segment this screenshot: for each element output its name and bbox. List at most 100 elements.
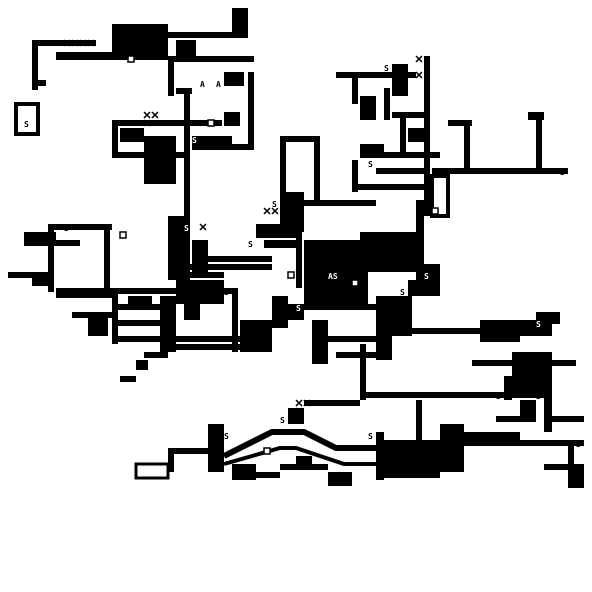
- corridor: [464, 120, 470, 172]
- corridor: [232, 288, 238, 352]
- solid-block: [568, 464, 584, 488]
- cross-marker: [295, 399, 311, 415]
- solid-block: [208, 424, 224, 472]
- corridor: [296, 200, 376, 206]
- corridor: [136, 360, 148, 370]
- stair-marker: S: [224, 432, 229, 441]
- special-tile: A: [216, 80, 221, 89]
- solid-block: [304, 240, 360, 256]
- solid-block: [176, 40, 196, 58]
- corridor: [168, 448, 208, 454]
- corridor: [112, 288, 118, 344]
- corridor: [264, 240, 296, 248]
- stair-marker: S: [536, 320, 541, 329]
- corridor: [200, 144, 254, 150]
- corridor: [328, 336, 376, 342]
- door-markers: [119, 55, 439, 455]
- winding-road: [222, 429, 384, 459]
- corridor: [120, 376, 136, 382]
- solid-block: [440, 424, 464, 472]
- corridor: [48, 280, 54, 292]
- corridor: [32, 40, 38, 90]
- corridor: [392, 112, 424, 118]
- corridor: [256, 472, 280, 478]
- solid-block: [312, 320, 328, 364]
- corridor: [304, 304, 384, 310]
- corridor: [248, 72, 254, 148]
- solid-block: [360, 232, 416, 272]
- solid-block: [160, 296, 176, 352]
- stair-marker: S: [400, 288, 405, 297]
- stair-marker: S: [424, 272, 429, 281]
- corridor: [56, 240, 80, 246]
- corridor: [520, 440, 584, 446]
- corridor: [360, 152, 440, 158]
- corridor: [352, 184, 424, 190]
- stair-marker: S: [576, 440, 581, 449]
- corridor: [112, 120, 222, 126]
- solid-areas: [8, 8, 584, 488]
- corridor: [168, 32, 248, 38]
- stair-marker: S: [496, 392, 501, 401]
- corridor: [176, 344, 240, 350]
- corridor: [168, 56, 174, 96]
- solid-block: [112, 24, 168, 60]
- door-marker: [431, 207, 439, 215]
- corridor: [416, 200, 424, 280]
- solid-block: [240, 320, 272, 352]
- special-tile: A: [200, 80, 205, 89]
- solid-block: [88, 312, 108, 336]
- corridor: [112, 120, 118, 156]
- stair-marker: S: [248, 240, 253, 249]
- corridor: [352, 72, 358, 104]
- corridor: [168, 448, 174, 472]
- stair-marker: S: [560, 168, 565, 177]
- corridor: [544, 464, 568, 470]
- solid-block: [296, 456, 312, 468]
- solid-block: [232, 8, 248, 38]
- corridor: [376, 432, 384, 480]
- corridor: [184, 264, 272, 270]
- solid-block: [288, 408, 304, 424]
- stair-marker: S: [280, 320, 285, 329]
- solid-block: [408, 280, 440, 296]
- door-marker: [351, 279, 359, 287]
- solid-block: [144, 136, 176, 184]
- corridor: [208, 256, 272, 262]
- small-room: [14, 102, 40, 136]
- corridor: [112, 320, 168, 326]
- solid-block: [256, 224, 296, 238]
- solid-block: [168, 216, 184, 280]
- stair-marker: S: [368, 432, 373, 441]
- corridor: [104, 224, 110, 296]
- corridor: [544, 416, 584, 422]
- solid-block: [360, 144, 384, 158]
- corridor: [384, 472, 440, 478]
- door-marker: [119, 231, 127, 239]
- special-tile-pair: AS: [328, 272, 338, 281]
- corridor: [32, 40, 96, 46]
- corridor: [360, 344, 366, 400]
- corridor: [168, 56, 254, 62]
- corridor: [528, 352, 552, 360]
- corridor: [376, 168, 424, 174]
- stair-marker: S: [368, 160, 373, 169]
- solid-block: [536, 312, 560, 324]
- corridor: [504, 376, 512, 400]
- corridor: [296, 208, 302, 288]
- corridor: [360, 392, 544, 398]
- corridor: [48, 224, 54, 280]
- corridor: [314, 136, 320, 200]
- corridor: [184, 88, 190, 304]
- stair-marker: S: [296, 304, 301, 313]
- cross-marker: [199, 223, 207, 231]
- winding-road: [223, 446, 384, 466]
- corridor: [144, 352, 168, 358]
- door-marker: [287, 271, 295, 279]
- solid-block: [176, 280, 224, 304]
- door-marker: [207, 119, 215, 127]
- solid-block: [384, 440, 440, 472]
- solid-block: [120, 128, 144, 142]
- door-marker: [263, 447, 271, 455]
